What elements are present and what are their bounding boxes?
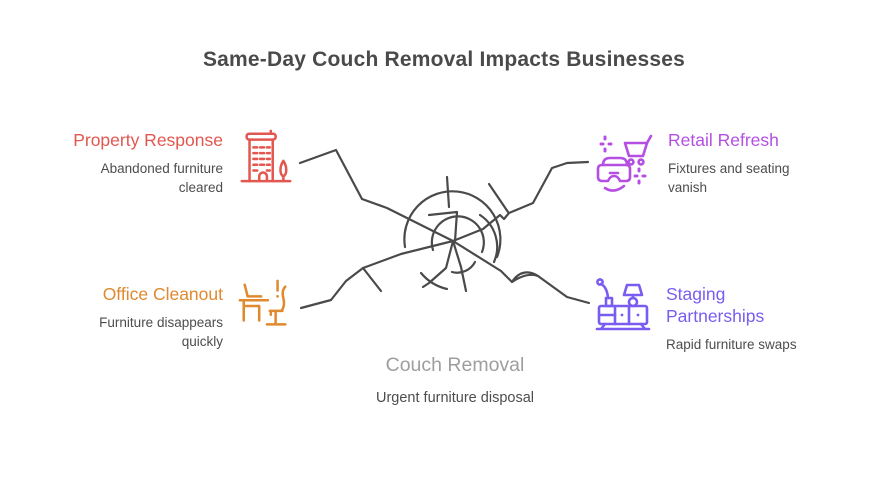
- inner-arc: [430, 215, 485, 254]
- mid-arc: [478, 213, 499, 264]
- sideboard-lamp-icon: [593, 276, 653, 338]
- outer-arc-gap: [419, 271, 449, 291]
- branch-top-right: [487, 182, 510, 214]
- outer-arc: [403, 190, 502, 259]
- connector-staging: [536, 274, 591, 305]
- small-arc: [450, 260, 477, 274]
- node-subtitle: Abandoned furniture cleared: [100, 160, 223, 195]
- node-title: Retail Refresh: [668, 130, 779, 150]
- vr-shopping-cart-icon: [593, 127, 655, 199]
- connector-leaf: [510, 271, 540, 284]
- node-subtitle: Rapid furniture swaps: [666, 336, 797, 352]
- desk-chair-icon: [236, 276, 294, 336]
- node-subtitle: Fixtures and seating vanish: [668, 160, 790, 195]
- spoke-top-inner: [427, 210, 459, 243]
- connector-office-retail: [299, 160, 590, 310]
- node-title: Staging Partnerships: [666, 284, 765, 326]
- building-icon: [236, 127, 294, 187]
- node-subtitle: Furniture disappears quickly: [99, 314, 223, 349]
- page-title: Same-Day Couch Removal Impacts Businesse…: [202, 48, 686, 71]
- spoke-top: [445, 175, 451, 209]
- node-office-cleanout: Office Cleanout Furniture disappears qui…: [37, 276, 294, 352]
- node-title: Office Cleanout: [102, 284, 223, 304]
- node-title: Property Response: [73, 130, 223, 150]
- node-staging-partnerships: Staging Partnerships Rapid furniture swa…: [593, 276, 824, 355]
- center-topic-sublabel: Urgent furniture disposal: [376, 390, 534, 406]
- node-retail-refresh: Retail Refresh Fixtures and seating vani…: [593, 127, 826, 199]
- center-topic-label: Couch Removal: [385, 354, 525, 376]
- branch-bottom-left: [361, 266, 383, 293]
- spoke-bottom: [451, 239, 468, 293]
- spoke-bottom-left: [421, 239, 455, 289]
- connector-property: [298, 148, 514, 284]
- node-property-response: Property Response Abandoned furniture cl…: [37, 127, 294, 198]
